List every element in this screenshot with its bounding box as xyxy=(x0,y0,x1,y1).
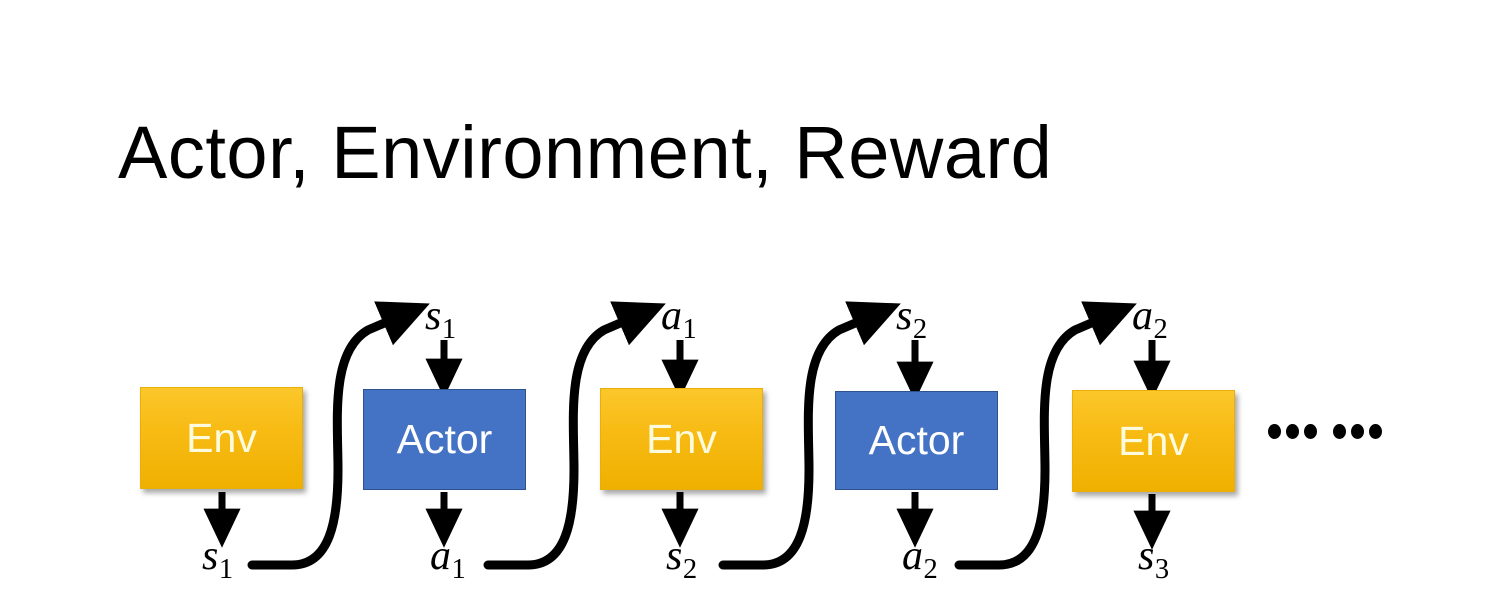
ellipsis-dot xyxy=(1369,424,1382,439)
label-bottom-s2: s2 xyxy=(666,535,697,585)
label-top-a1: a1 xyxy=(661,295,697,345)
label-bottom-s2-sub: 2 xyxy=(682,554,698,586)
page-title: Actor, Environment, Reward xyxy=(118,111,1053,194)
env-box-2-label: Env xyxy=(646,415,717,462)
label-top-a1-sub: 1 xyxy=(682,314,697,346)
label-bottom-a1: a1 xyxy=(430,535,466,585)
label-top-a2-base: a xyxy=(1132,293,1153,339)
label-top-s2: s2 xyxy=(896,295,927,345)
label-top-a1-base: a xyxy=(661,293,682,339)
actor-box-1[interactable]: Actor xyxy=(363,389,526,490)
ellipsis-dot xyxy=(1268,424,1281,439)
label-top-a2: a2 xyxy=(1132,295,1168,345)
label-bottom-a1-sub: 1 xyxy=(451,554,466,586)
label-bottom-a2-base: a xyxy=(902,533,923,579)
env-box-2[interactable]: Env xyxy=(600,388,763,490)
label-top-s1: s1 xyxy=(425,295,456,345)
label-bottom-a2: a2 xyxy=(902,535,938,585)
label-bottom-s3-base: s xyxy=(1138,533,1155,579)
actor-box-2-label: Actor xyxy=(868,417,965,463)
actor-box-1-label: Actor xyxy=(396,416,493,462)
label-bottom-s3-sub: 3 xyxy=(1154,554,1170,586)
env-box-3[interactable]: Env xyxy=(1072,390,1235,492)
label-top-s1-sub: 1 xyxy=(441,314,457,346)
env-box-3-label: Env xyxy=(1118,417,1189,464)
ellipsis-dot xyxy=(1333,424,1346,439)
trailing-ellipsis xyxy=(1268,424,1382,439)
label-bottom-s3: s3 xyxy=(1138,535,1169,585)
label-bottom-a1-base: a xyxy=(430,533,451,579)
env-box-1[interactable]: Env xyxy=(140,387,303,489)
label-top-s1-base: s xyxy=(425,293,442,339)
ellipsis-dot xyxy=(1286,424,1299,439)
label-bottom-s1: s1 xyxy=(202,535,233,585)
label-top-s2-sub: 2 xyxy=(912,314,928,346)
label-top-s2-base: s xyxy=(896,293,913,339)
label-top-a2-sub: 2 xyxy=(1153,314,1168,346)
env-box-1-label: Env xyxy=(186,414,257,461)
ellipsis-dot xyxy=(1351,424,1364,439)
label-bottom-s2-base: s xyxy=(666,533,683,579)
label-bottom-a2-sub: 2 xyxy=(923,554,938,586)
label-bottom-s1-sub: 1 xyxy=(218,554,234,586)
label-bottom-s1-base: s xyxy=(202,533,219,579)
actor-box-2[interactable]: Actor xyxy=(835,391,998,490)
ellipsis-dot xyxy=(1304,424,1317,439)
